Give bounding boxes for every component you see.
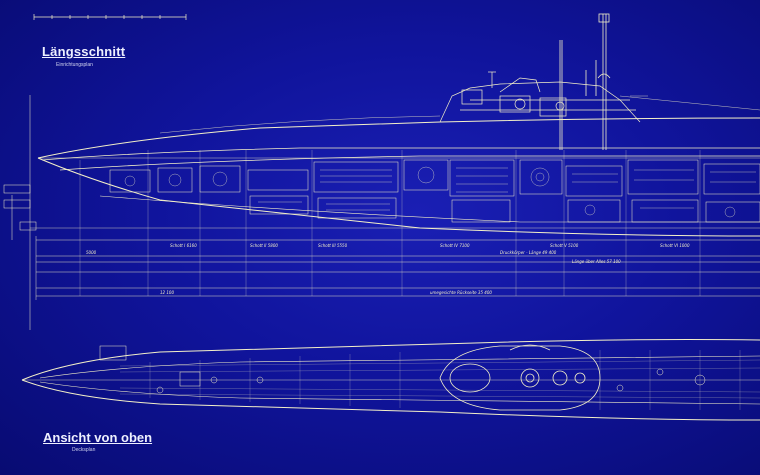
conning-tower [439, 71, 641, 123]
section-title: Längsschnitt [42, 44, 126, 59]
section-subtitle: Einrichtungsplan [56, 62, 93, 68]
left-margin-markers [3, 95, 37, 330]
top-view-subtitle: Decksplan [72, 447, 96, 453]
dim-label: Schott III 5550 [318, 243, 348, 248]
tower-top-view [439, 344, 601, 411]
machinery-detail [124, 166, 756, 218]
top-view [21, 339, 760, 421]
dim-label: Schott V 5100 [550, 243, 579, 248]
deck-outline [21, 339, 760, 421]
scale-bar [33, 14, 187, 20]
dim-label: Schott I 6160 [170, 243, 197, 248]
compartments [109, 159, 760, 223]
dim-label: 5000 [86, 250, 97, 255]
dim-label: Druckkörper - Länge 49 400 [500, 250, 557, 255]
longitudinal-section [30, 13, 760, 296]
dimension-lines [35, 236, 760, 300]
periscopes [559, 13, 611, 150]
dim-label: umegesichte Rückseite 35 400 [430, 290, 492, 295]
dim-label: Schott II 5800 [250, 243, 278, 248]
dim-label: Schott IV 7100 [440, 243, 470, 248]
dim-label: Schott VI 1000 [660, 243, 690, 248]
top-view-title: Ansicht von oben [43, 430, 153, 445]
fore-deck-details [99, 345, 706, 394]
deck-planking [119, 350, 760, 410]
dim-label: 12 100 [160, 290, 174, 295]
hull-outline [37, 117, 760, 237]
frame-stations [79, 150, 701, 296]
dim-label: Länge über Alles 57 100 [572, 259, 621, 264]
deck-rails [159, 95, 760, 134]
